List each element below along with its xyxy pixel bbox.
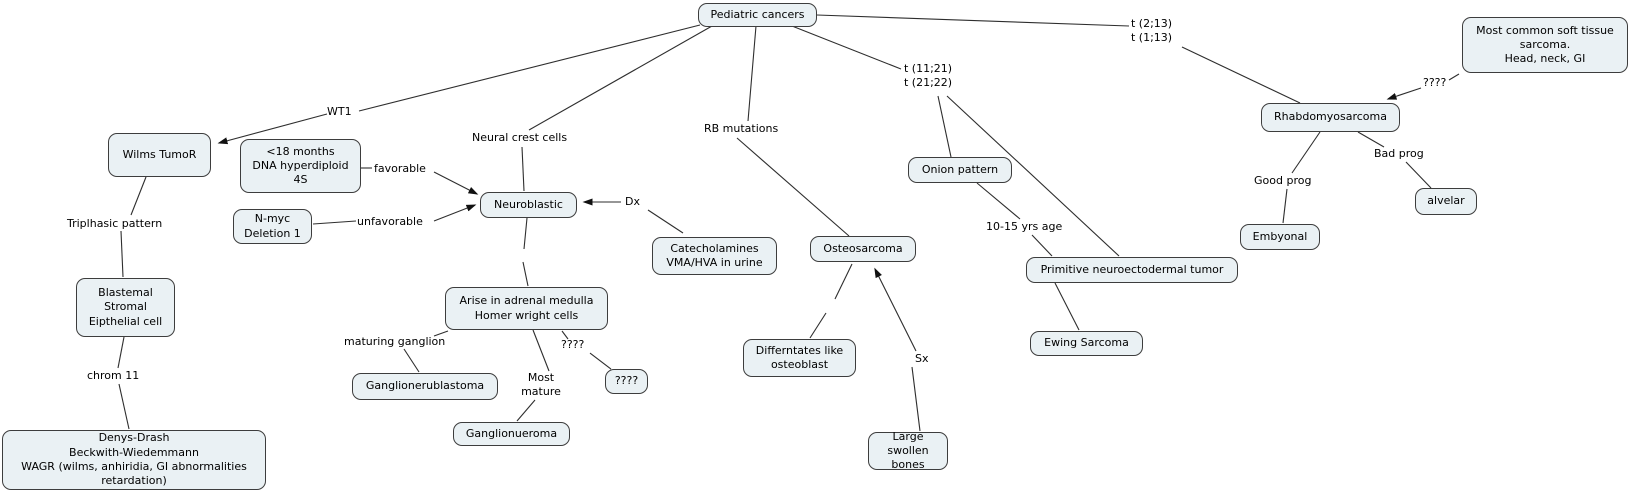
node-large-swollen-bones[interactable]: Large swollen bones	[868, 430, 948, 471]
node-denys-drash-wagr[interactable]: Denys-Drash Beckwith-Wiedemmann WAGR (wi…	[2, 430, 266, 490]
link-label-maturing-ganglion[interactable]: maturing ganglion	[344, 335, 446, 348]
link-label-neural-crest-cells[interactable]: Neural crest cells	[472, 131, 568, 144]
link-label-bad-prog[interactable]: Bad prog	[1374, 147, 1424, 160]
node-n-myc[interactable]: N-myc Deletion 1	[233, 209, 312, 244]
link-label-dx[interactable]: Dx	[625, 195, 640, 208]
link-label-unknown-right[interactable]: ????	[1423, 76, 1447, 89]
link-label-unfavorable[interactable]: unfavorable	[357, 215, 423, 228]
node-wilms-tumor[interactable]: Wilms TumoR	[108, 133, 211, 177]
node-most-common-soft-tissue[interactable]: Most common soft tissue sarcoma. Head, n…	[1462, 17, 1628, 73]
node-osteosarcoma[interactable]: Osteosarcoma	[810, 236, 916, 262]
node-catecholamines[interactable]: Catecholamines VMA/HVA in urine	[652, 237, 777, 275]
link-label-t2-13[interactable]: t (2;13) t (1;13)	[1131, 17, 1173, 45]
node-under-18-months[interactable]: <18 months DNA hyperdiploid 4S	[240, 139, 361, 193]
link-label-favorable[interactable]: favorable	[374, 162, 426, 175]
node-neuroblastic[interactable]: Neuroblastic	[480, 192, 577, 218]
node-pediatric-cancers[interactable]: Pediatric cancers	[698, 3, 817, 27]
link-label-10-15-yrs[interactable]: 10-15 yrs age	[986, 220, 1063, 233]
node-rhabdomyosarcoma[interactable]: Rhabdomyosarcoma	[1261, 103, 1400, 132]
link-label-rb-mutations[interactable]: RB mutations	[704, 122, 779, 135]
link-label-chrom-11[interactable]: chrom 11	[87, 369, 140, 382]
node-ganglionueroma[interactable]: Ganglionueroma	[453, 422, 570, 446]
node-blastemal-stromal-epithelial[interactable]: Blastemal Stromal Eipthelial cell	[76, 278, 175, 337]
node-unknown[interactable]: ????	[605, 369, 648, 394]
link-label-most-mature[interactable]: Most mature	[521, 371, 561, 399]
node-embyonal[interactable]: Embyonal	[1240, 224, 1320, 250]
node-pnet[interactable]: Primitive neuroectodermal tumor	[1026, 257, 1238, 283]
node-arise-adrenal-medulla[interactable]: Arise in adrenal medulla Homer wright ce…	[445, 287, 608, 330]
link-label-t11-21[interactable]: t (11;21) t (21;22)	[904, 62, 953, 90]
link-label-wt1[interactable]: WT1	[327, 105, 352, 118]
node-ganglionerublastoma[interactable]: Ganglionerublastoma	[352, 373, 498, 400]
link-label-sx[interactable]: Sx	[915, 352, 929, 365]
link-label-unknown-mid[interactable]: ????	[561, 338, 585, 351]
node-onion-pattern[interactable]: Onion pattern	[908, 157, 1012, 183]
link-label-good-prog[interactable]: Good prog	[1254, 174, 1312, 187]
node-differentiates-osteoblast[interactable]: Differntates like osteoblast	[743, 339, 856, 377]
link-label-triphasic-pattern[interactable]: Triplhasic pattern	[67, 217, 163, 230]
node-ewing-sarcoma[interactable]: Ewing Sarcoma	[1030, 331, 1143, 356]
node-alvelar[interactable]: alvelar	[1415, 188, 1477, 215]
